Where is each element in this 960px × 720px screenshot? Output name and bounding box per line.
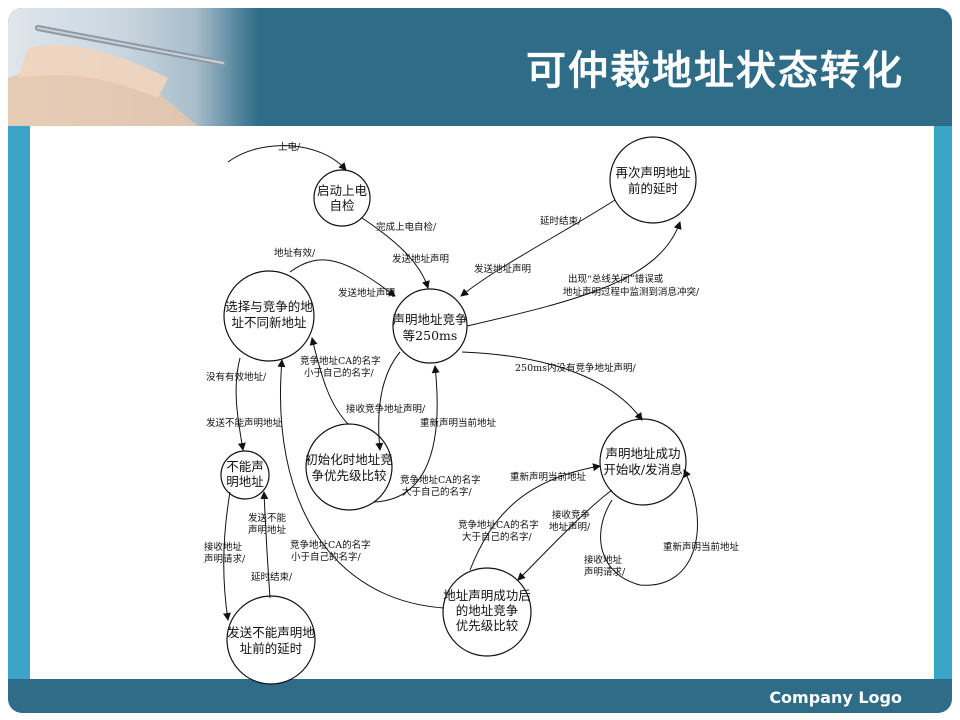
label-claim-address-2: 等250ms	[403, 328, 458, 343]
label-delay-reclaim-1: 再次声明地址	[615, 165, 691, 180]
label-power-check-2: 自检	[329, 198, 355, 213]
transition-send-claim-2: 发送地址声明	[338, 287, 395, 299]
arrow-ca-smaller-1	[312, 338, 348, 424]
transition-recv-req-1a: 接收地址	[204, 541, 243, 553]
transition-recv-claim-2b: 地址声明/	[549, 521, 591, 533]
label-select-new-1: 选择与竞争的地	[225, 299, 313, 314]
label-select-new-2: 址不同新地址	[231, 315, 307, 330]
label-claim-success-1: 声明地址成功	[605, 446, 680, 461]
label-post-priority-3: 优先级比较	[456, 618, 519, 633]
transition-ca-smaller-1a: 竞争地址CA的名字	[300, 355, 381, 367]
label-init-priority-2: 争优先级比较	[311, 468, 387, 483]
label-claim-success-2: 开始收/发消息	[603, 462, 682, 477]
transition-self-check-done: 完成上电自检/	[376, 221, 437, 233]
label-power-check-1: 启动上电	[317, 183, 368, 198]
transition-delay-end-1: 延时结束/	[540, 215, 582, 227]
transition-recv-req-2b: 声明请求/	[584, 566, 626, 578]
state-send-cannot-delay	[227, 596, 315, 684]
transition-ca-larger-2b: 大于自己的名字/	[462, 531, 533, 543]
transition-send-claim-3: 发送地址声明	[474, 263, 531, 275]
label-post-priority-1: 地址声明成功后	[443, 588, 531, 603]
transition-bus-off-2: 地址声明过程中监测到消息冲突/	[563, 286, 700, 298]
transition-reclaim-3: 重新声明当前地址	[663, 541, 740, 553]
transition-address-valid: 地址有效/	[274, 247, 316, 259]
state-delay-reclaim	[610, 137, 696, 223]
label-cannot-claim-2: 明地址	[226, 474, 264, 489]
transition-ca-smaller-2b: 小于自己的名字/	[291, 551, 362, 563]
transition-delay-end-2: 延时结束/	[251, 571, 293, 583]
transition-send-cannot-1: 发送不能声明地址	[206, 417, 283, 429]
transition-bus-off-1: 出现“总线关闭”错误或	[568, 273, 664, 285]
transition-recv-claim-2a: 接收竞争	[552, 509, 591, 521]
transition-no-claim-250: 250ms内没有竞争地址声明/	[515, 362, 637, 374]
label-send-cannot-delay-2: 址前的延时	[240, 641, 303, 656]
transition-ca-larger-1a: 竞争地址CA的名字	[400, 474, 481, 486]
transition-reclaim-1: 重新声明当前地址	[420, 417, 497, 429]
transition-reclaim-2: 重新声明当前地址	[510, 471, 587, 483]
transition-power-on: 上电/	[278, 141, 301, 153]
transition-ca-smaller-1b: 小于自己的名字/	[304, 367, 375, 379]
label-send-cannot-delay-1: 发送不能声明地	[227, 625, 315, 640]
transition-recv-req-1b: 声明请求/	[204, 553, 246, 565]
transition-ca-larger-1b: 大于自己的名字/	[402, 486, 473, 498]
transition-ca-smaller-2a: 竞争地址CA的名字	[290, 539, 371, 551]
label-cannot-claim-1: 不能声	[226, 459, 264, 474]
label-delay-reclaim-2: 前的延时	[628, 181, 679, 196]
transition-send-cannot-2a: 发送不能	[248, 512, 287, 524]
transition-no-valid: 没有有效地址/	[206, 371, 267, 383]
transition-recv-req-2a: 接收地址	[584, 554, 623, 566]
label-init-priority-1: 初始化时地址竞	[305, 452, 393, 467]
transition-send-claim-1: 发送地址声明	[392, 253, 449, 265]
arrow-recv-claim-1	[379, 352, 400, 450]
transition-recv-claim-1: 接收竞争地址声明/	[346, 403, 426, 415]
transition-send-cannot-2b: 声明地址	[248, 524, 287, 536]
label-claim-address-1: 声明地址竞争	[392, 312, 467, 327]
transition-ca-larger-2a: 竞争地址CA的名字	[458, 519, 539, 531]
label-post-priority-2: 的地址竞争	[456, 603, 519, 618]
